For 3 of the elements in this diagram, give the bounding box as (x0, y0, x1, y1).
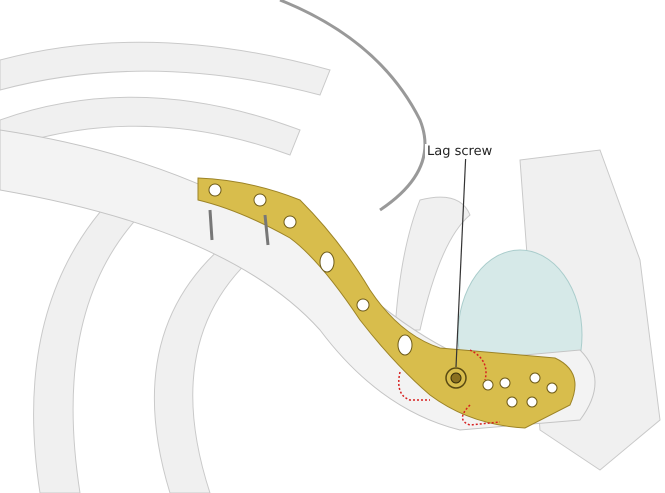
lag-screw-head-icon (445, 367, 467, 389)
leader-line (455, 158, 466, 368)
callout-label: Lag screw (425, 144, 494, 159)
